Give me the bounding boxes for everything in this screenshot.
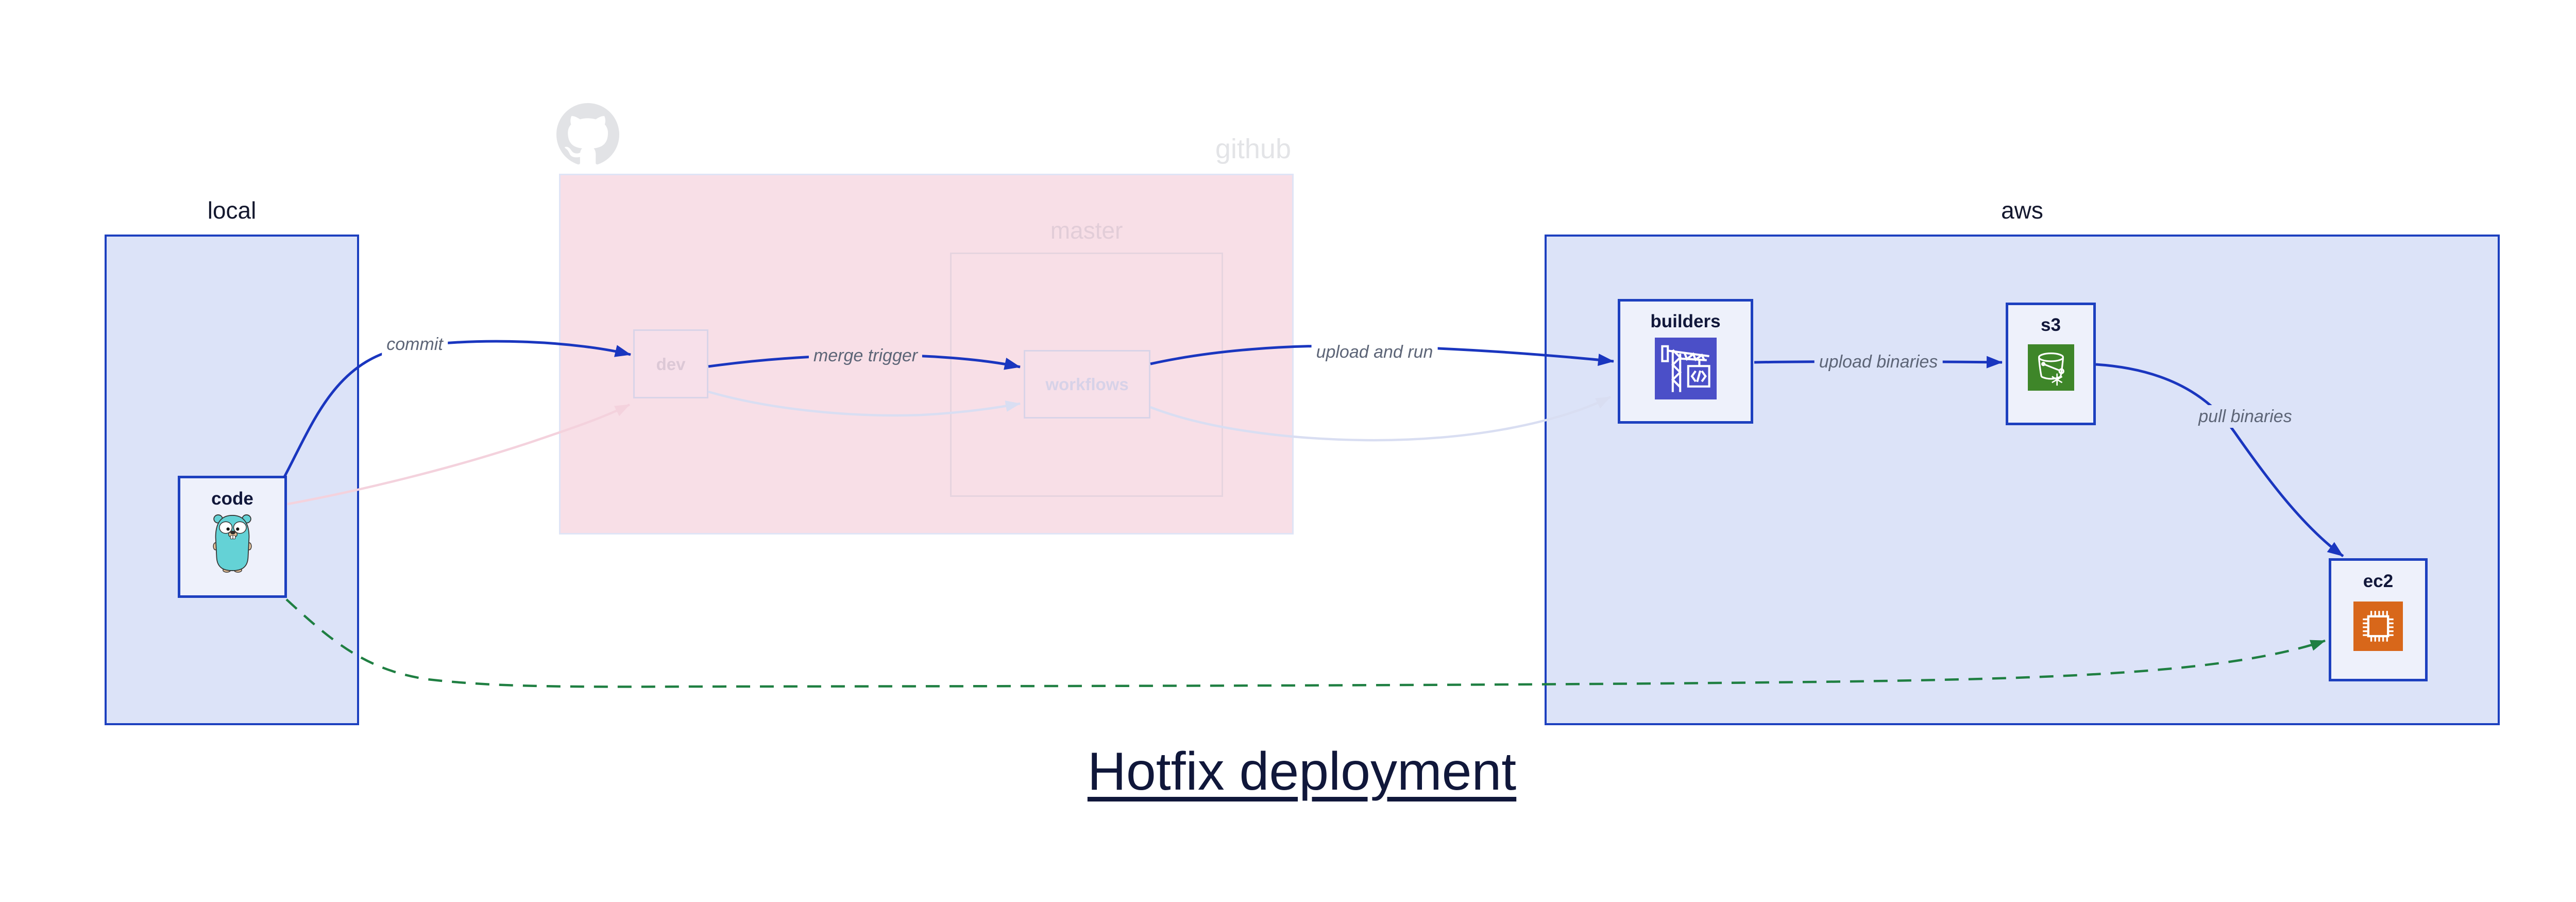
node-workflows: workflows	[1024, 350, 1150, 419]
github-octocat-icon	[556, 103, 619, 164]
node-ec2: ec2	[2329, 558, 2428, 681]
aws-s3-bucket-icon	[2027, 344, 2074, 391]
node-ec2-label: ec2	[2363, 571, 2394, 591]
edge-label-merge-trigger: merge trigger	[808, 344, 923, 367]
node-code-label: code	[211, 489, 253, 509]
container-master	[950, 253, 1223, 497]
node-workflows-label: workflows	[1045, 375, 1129, 394]
aws-ec2-chip-icon	[2353, 602, 2403, 651]
edge-label-upload-binaries: upload binaries	[1814, 350, 1943, 373]
node-dev-label: dev	[656, 354, 686, 374]
node-code: code	[178, 476, 287, 598]
edge-label-commit: commit	[382, 333, 448, 356]
go-gopher-icon	[213, 514, 252, 573]
node-builders: builders	[1618, 299, 1753, 424]
container-label-local: local	[207, 197, 257, 224]
edge-label-upload-and-run: upload and run	[1311, 341, 1438, 363]
container-label-github: github	[1215, 133, 1291, 164]
diagram-title: Hotfix deployment	[1087, 742, 1517, 801]
container-label-master: master	[1050, 217, 1123, 244]
node-s3: s3	[2006, 303, 2096, 425]
aws-codebuild-icon	[1654, 338, 1717, 399]
node-s3-label: s3	[2041, 315, 2061, 335]
node-dev: dev	[633, 329, 708, 398]
container-label-aws: aws	[2001, 197, 2043, 224]
node-builders-label: builders	[1650, 311, 1721, 331]
edge-label-pull-binaries: pull binaries	[2194, 405, 2297, 428]
